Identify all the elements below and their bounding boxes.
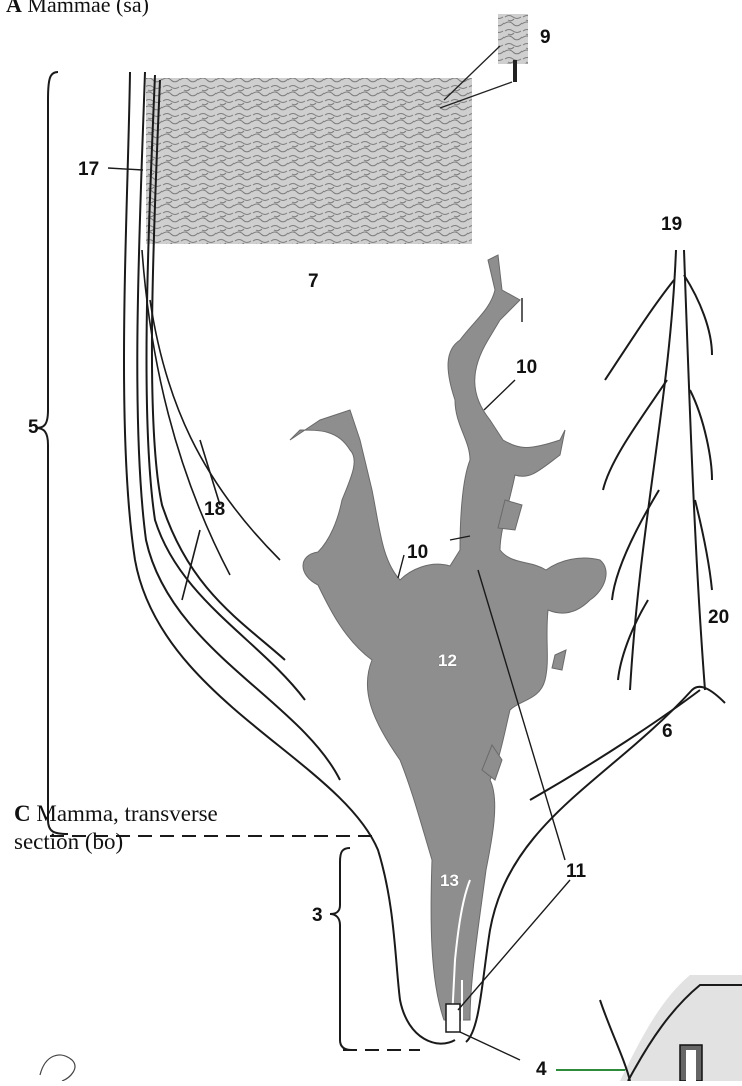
label-9: 9 xyxy=(540,28,551,47)
brace-3 xyxy=(330,848,352,1050)
nipple-opening xyxy=(446,1004,460,1032)
caption-a: A Mammae (sa) xyxy=(6,0,149,18)
label-3: 3 xyxy=(312,906,323,925)
inset-nipple-detail xyxy=(600,975,742,1081)
corner-glyph xyxy=(40,1055,75,1081)
label-17: 17 xyxy=(78,160,99,179)
label-10-upper: 10 xyxy=(516,358,537,377)
label-7: 7 xyxy=(308,272,319,291)
brace-5 xyxy=(36,72,68,834)
label-18: 18 xyxy=(204,500,225,519)
caption-c: C Mamma, transverse section (bo) xyxy=(14,800,218,855)
label-10-lower: 10 xyxy=(407,543,428,562)
label-20: 20 xyxy=(708,608,729,627)
label-11: 11 xyxy=(566,862,586,881)
label-19: 19 xyxy=(661,215,682,234)
gland-lobes xyxy=(290,255,606,1020)
ligament-fibers-18 xyxy=(142,250,280,600)
fascia-tree-19-20 xyxy=(603,250,712,690)
label-13: 13 xyxy=(440,872,459,889)
fat-tissue-block xyxy=(146,78,472,244)
label-4: 4 xyxy=(536,1060,547,1079)
label-12: 12 xyxy=(438,652,457,669)
label-6: 6 xyxy=(662,722,673,741)
label-5: 5 xyxy=(28,418,39,437)
